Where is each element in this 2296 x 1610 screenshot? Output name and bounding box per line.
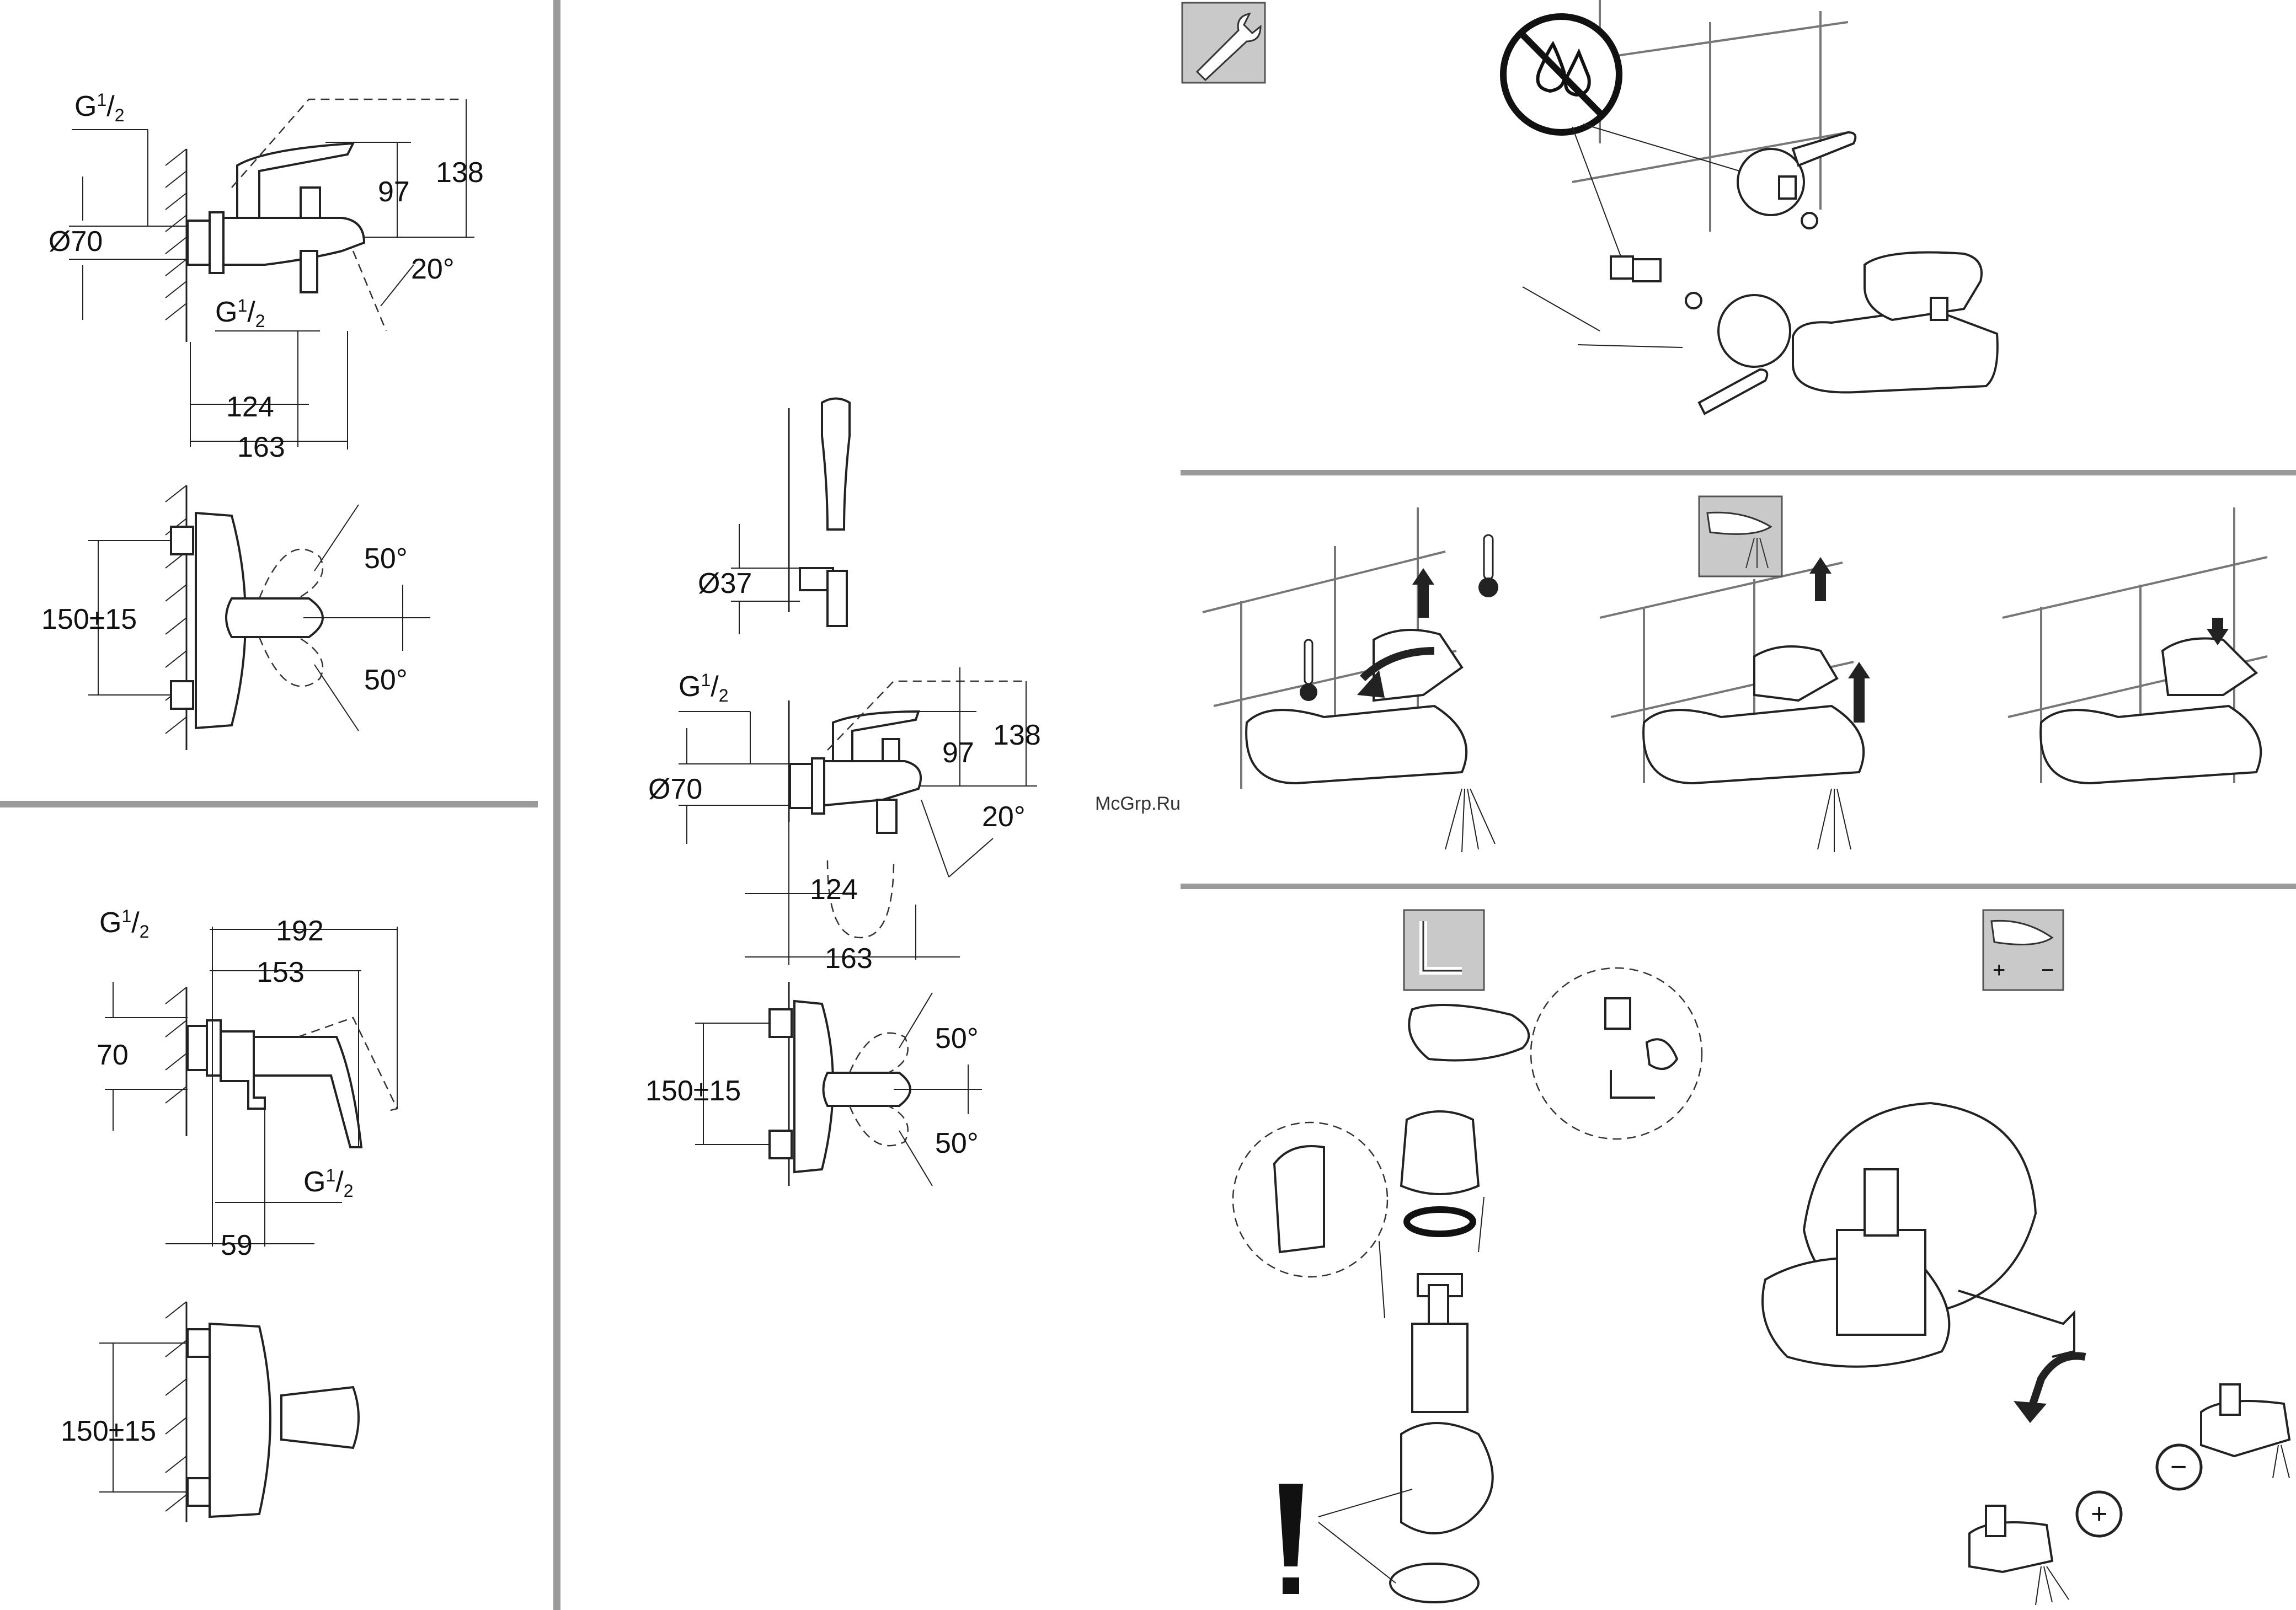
shower-w192-label: 192 [276,915,324,947]
bath-plan-angle-down: 50° [364,664,408,696]
shower-w153-label: 153 [257,956,305,988]
right-separator-bottom [1181,884,2296,889]
shower-w59-label: 59 [221,1229,253,1261]
wrench-icon [1182,3,1265,83]
installation-step [1182,0,1998,414]
bath-w163-label: 163 [237,431,285,463]
operation-steps [1203,496,2267,852]
allen-key-icon [1404,910,1484,990]
bath-mixer-plan-view: 50° 50° 150±15 [41,485,430,750]
shower-g-half-label: G1/2 [99,906,149,942]
middle-w163-label: 163 [825,943,873,975]
watermark: McGrp.Ru [1095,793,1181,814]
middle-h138-label: 138 [993,719,1041,751]
bath-angle20-label: 20° [411,253,455,285]
middle-angle20-label: 20° [982,801,1026,833]
flow-adjustment-view: + − + − [1763,910,2289,1605]
bath-g-half-label: G1/2 [74,90,125,125]
bath-dia70-label: Ø70 [49,226,103,258]
no-water-icon [1503,17,1619,132]
flow-adjust-icon: + − [1983,910,2063,990]
bath-g-half-label-2: G1/2 [215,296,265,331]
middle-plan-angle-up: 50° [935,1023,979,1055]
middle-w124-label: 124 [810,874,858,906]
shower-mixer-plan-view: 150±15 [61,1302,359,1522]
middle-dia37-label: Ø37 [698,568,752,600]
shower-mixer-side-view: G1/2 192 153 70 G1/2 59 [97,906,397,1261]
adjust-minus-label: − [2170,1451,2187,1483]
middle-g-half-label: G1/2 [679,670,729,705]
svg-text:−: − [2041,958,2054,982]
bath-h138-label: 138 [436,157,484,189]
shower-g-half-label-2: G1/2 [303,1165,354,1201]
middle-h97-label: 97 [942,737,974,769]
svg-text:+: + [1993,958,2005,982]
middle-dia70-label: Ø70 [648,773,702,805]
bath-w124-label: 124 [226,391,274,423]
right-separator-top [1181,470,2296,475]
middle-plan-angle-down: 50° [935,1127,979,1159]
handshower-mixer-view: Ø37 G1/2 97 138 Ø70 20° 124 163 [645,399,1041,1186]
shower-plan-spacing: 150±15 [61,1415,156,1447]
bath-h97-label: 97 [378,176,410,208]
adjust-plus-label: + [2091,1498,2107,1530]
cartridge-exploded-view [1233,910,1702,1602]
warning-icon [1279,1484,1303,1594]
shower-h70-label: 70 [97,1039,129,1071]
spout-icon [1699,496,1782,576]
middle-plan-spacing: 150±15 [645,1075,741,1107]
bath-plan-spacing: 150±15 [41,603,137,635]
bath-plan-angle-up: 50° [364,543,408,575]
bath-mixer-side-view: G1/2 Ø70 97 138 20° G1/2 124 163 [49,90,484,463]
left-horizontal-separator [0,801,538,807]
vertical-separator [553,0,560,1610]
